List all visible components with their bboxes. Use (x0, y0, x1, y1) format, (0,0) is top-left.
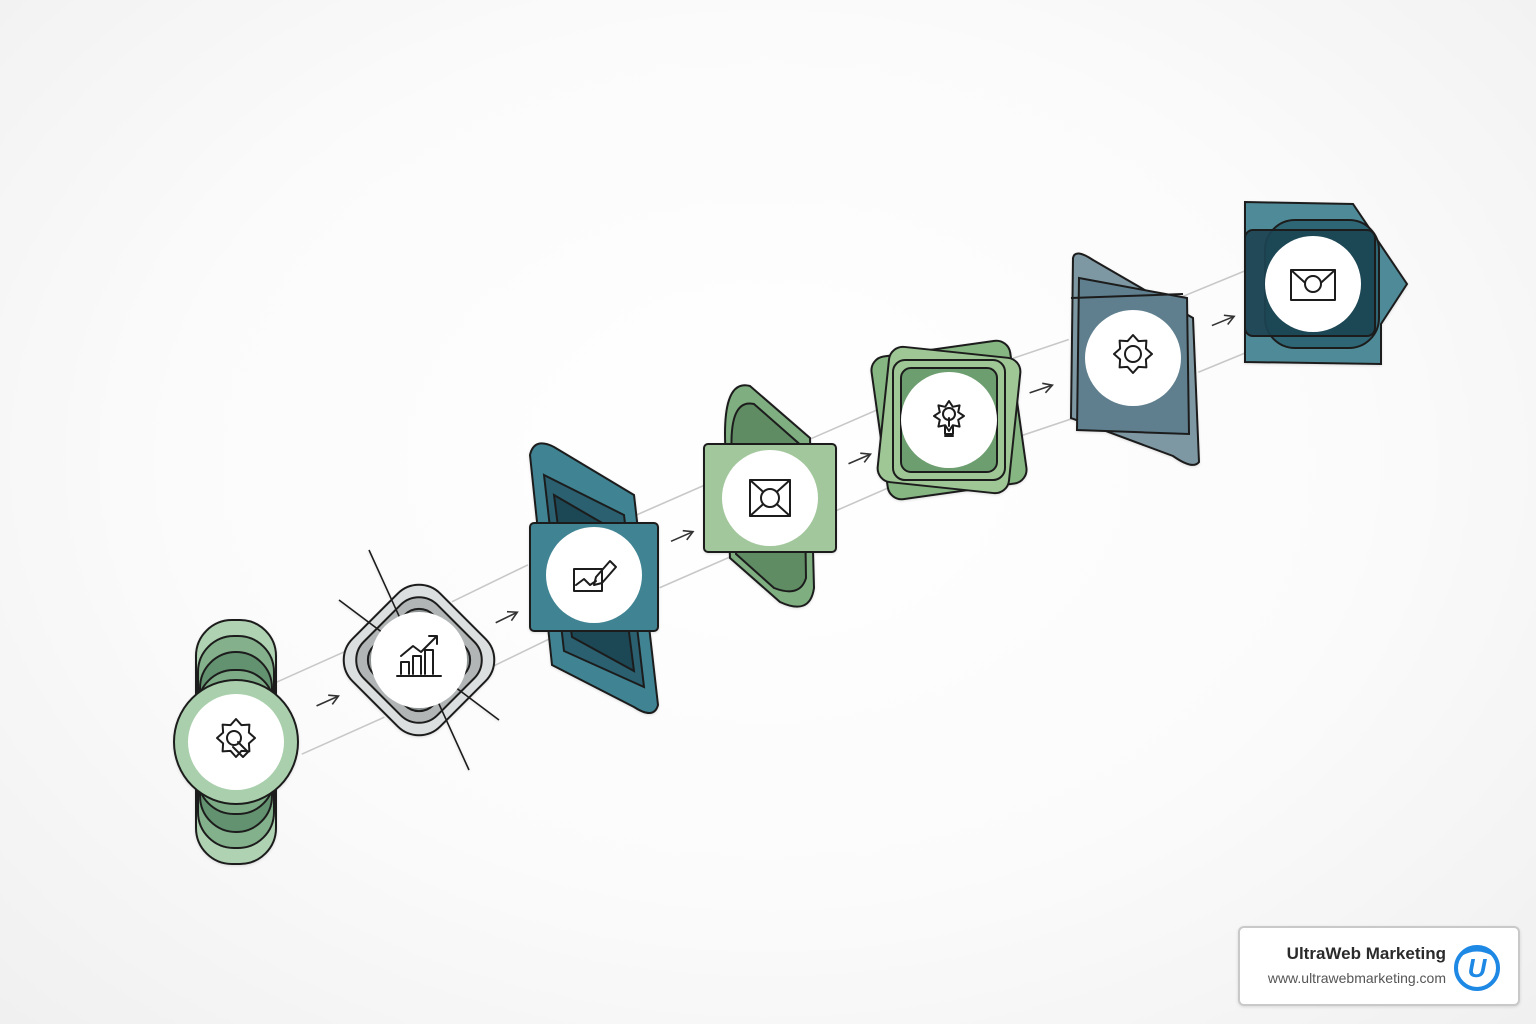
step-center (188, 694, 284, 790)
brand-url: www.ultrawebmarketing.com (1267, 970, 1446, 986)
step-arrow (848, 452, 873, 465)
brand-logo: U (1454, 945, 1500, 991)
connector-line (301, 716, 385, 755)
bar-chart-growth-icon (396, 635, 442, 677)
envelope-icon (1290, 269, 1336, 301)
connector-line (804, 406, 884, 442)
svg-text:U: U (1468, 953, 1488, 983)
connector-line (451, 564, 529, 603)
gear-wrench-icon (216, 718, 256, 758)
step-arrow (670, 529, 695, 543)
gear-icon (1113, 334, 1153, 374)
step-node (528, 442, 660, 714)
target-box-icon (749, 479, 791, 517)
step-node (870, 339, 1028, 501)
step-node (173, 619, 299, 865)
step-node (338, 549, 500, 771)
connector-line (659, 554, 736, 589)
lightbulb-gear-icon (933, 400, 965, 437)
connector-line (270, 647, 354, 686)
step-node (1069, 252, 1201, 466)
brand-card: UltraWeb Marketing www.ultrawebmarketing… (1238, 926, 1520, 1006)
step-node (1244, 200, 1409, 366)
step-arrow (495, 610, 519, 624)
step-arrows (316, 314, 1236, 707)
step-nodes (173, 200, 1409, 865)
step-center (371, 612, 467, 708)
step-center (546, 527, 642, 623)
step-arrow (1211, 314, 1236, 327)
edit-image-icon (573, 560, 617, 592)
connector-line (628, 484, 705, 519)
step-node (703, 384, 837, 608)
step-center (1085, 310, 1181, 406)
step-arrow (1029, 382, 1054, 394)
brand-name: UltraWeb Marketing (1286, 944, 1446, 963)
step-arrow (316, 694, 340, 707)
